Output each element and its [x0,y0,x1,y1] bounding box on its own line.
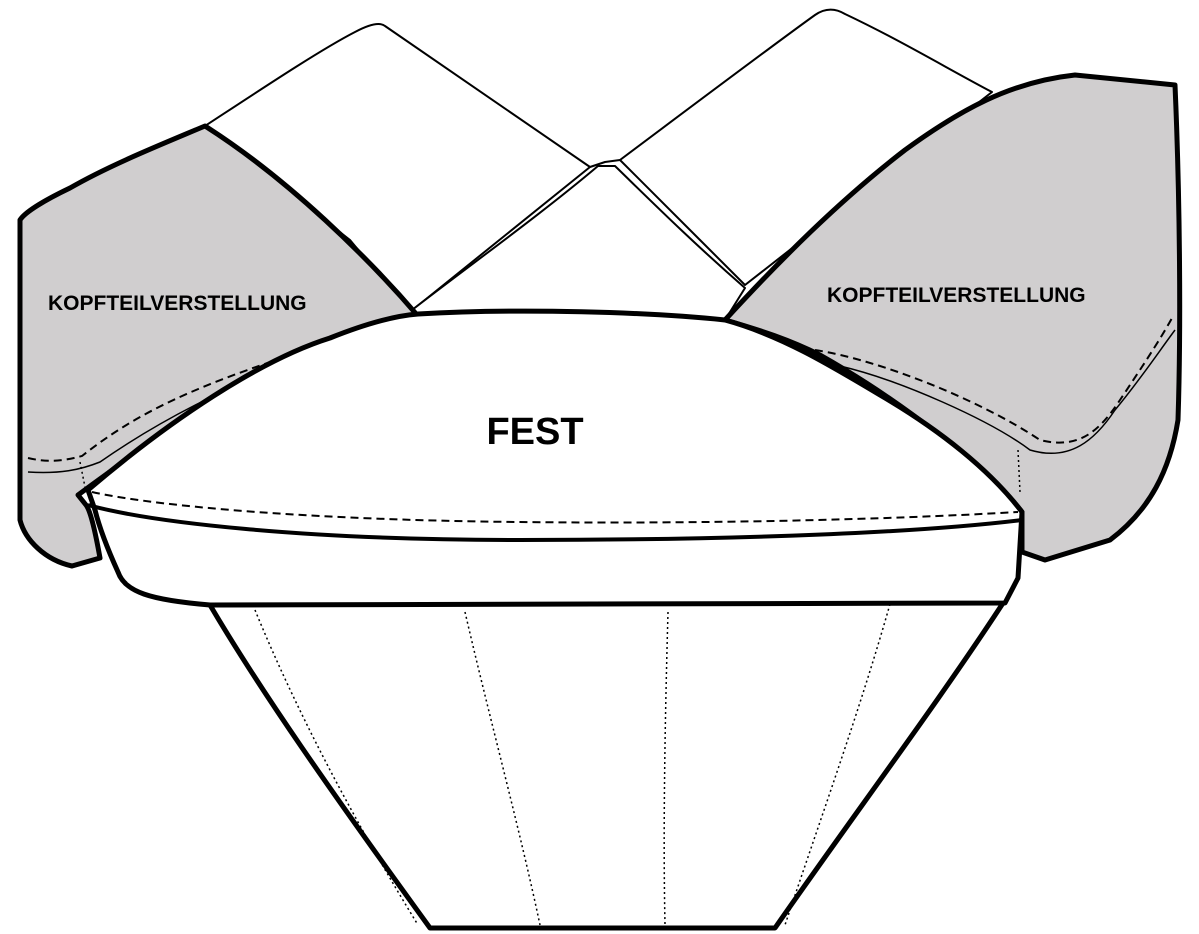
base-stitch-2 [464,611,541,926]
headrest-left-seam-dashed [27,351,301,462]
headrest-left [17,123,421,569]
label-center-section: FEST [486,411,583,453]
headrest-right-shape [722,72,1183,563]
headrest-right-stitch [1017,449,1021,493]
seat-shape [85,308,1025,608]
back-cushion-right [619,8,993,286]
headrest-right-seam [839,329,1176,455]
base-shape [207,597,1008,931]
headrest-right-seam-dashed [814,317,1173,444]
sofa-base [207,597,1008,931]
label-right-section: KOPFTEILVERSTELLUNG [827,284,1086,307]
back-cushion-center [411,165,746,321]
back-cushion-left [204,23,591,313]
seat-piping-dashed [91,491,1019,524]
back-cushion-top-seam [589,159,621,168]
seat-front-edge [87,503,1023,543]
headrest-left-shape [17,123,421,569]
base-stitching [254,603,891,926]
headrest-left-stitch [79,461,87,493]
base-stitch-1 [254,609,419,926]
back-cushions [204,8,993,321]
seat-cushion [85,308,1025,608]
base-stitch-3 [663,611,669,926]
headrest-right [722,72,1183,563]
label-left-section: KOPFTEILVERSTELLUNG [48,292,307,315]
